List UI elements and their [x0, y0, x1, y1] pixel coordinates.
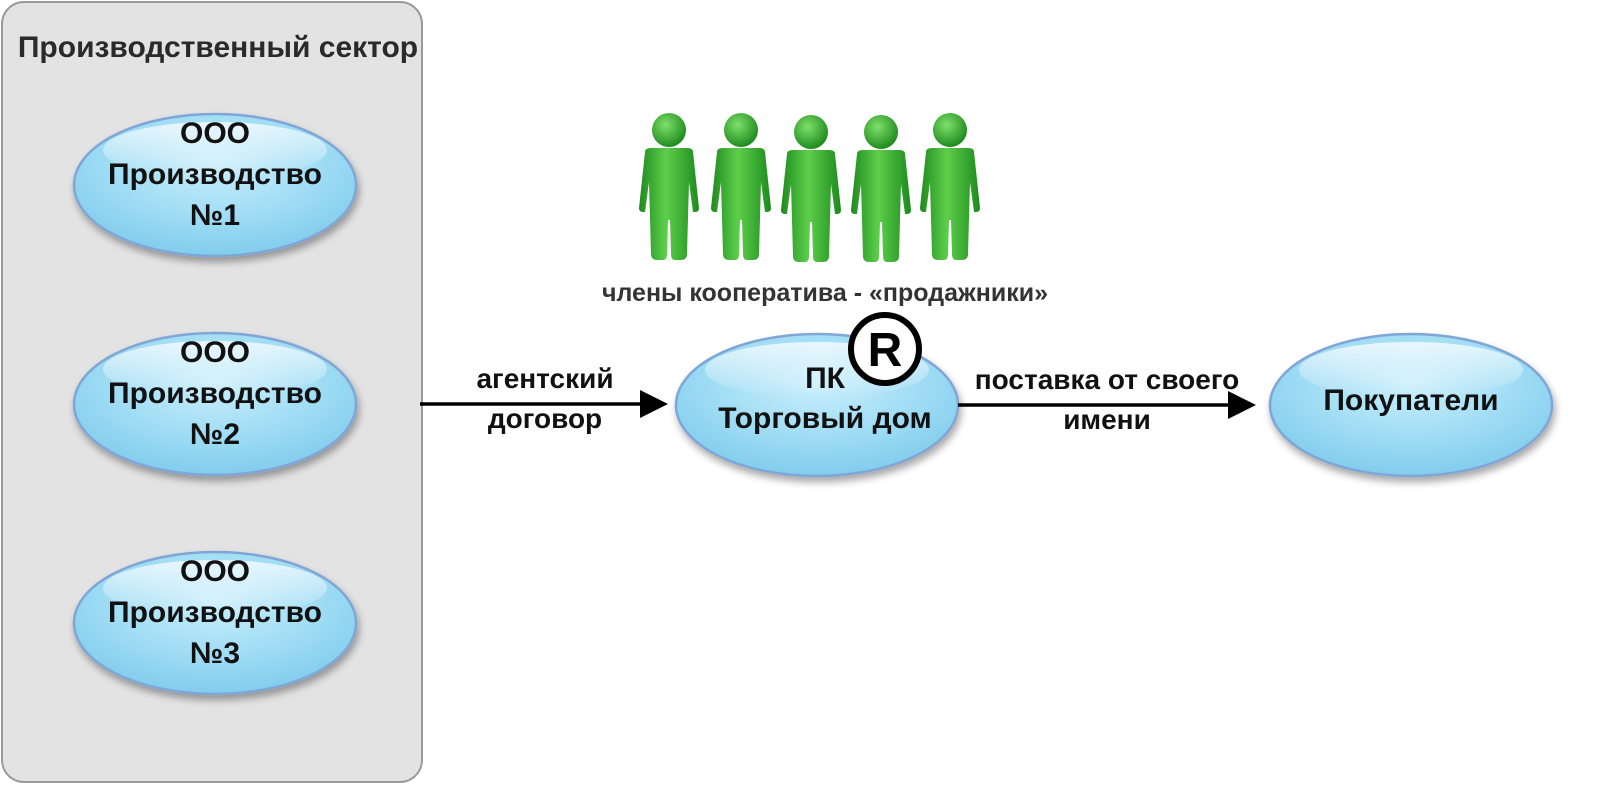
- company-3-number: №3: [190, 637, 240, 670]
- members-label: члены кооператива - «продажники»: [602, 279, 1048, 307]
- person-icon: [711, 113, 771, 260]
- person-icon: [851, 115, 911, 262]
- sector-title: Производственный сектор: [18, 31, 418, 64]
- agency-label-line1: агентский: [476, 363, 613, 394]
- registered-mark-icon: R: [848, 312, 922, 386]
- supply-label-line1: поставка от своего: [975, 364, 1239, 395]
- company-oval-1[interactable]: [72, 112, 358, 258]
- company-oval-2[interactable]: [72, 331, 358, 477]
- company-2-type: ООО: [180, 336, 250, 369]
- trade-house-type: ПК: [805, 362, 846, 395]
- supply-arrow: [958, 391, 1256, 419]
- trade-house-name: Торговый дом: [718, 402, 932, 435]
- buyers-oval[interactable]: [1268, 332, 1554, 478]
- agency-label-line2: договор: [488, 403, 602, 434]
- person-icon: [781, 115, 841, 262]
- company-1-name: Производство: [108, 158, 322, 191]
- company-1-type: ООО: [180, 117, 250, 150]
- members-group: [639, 113, 980, 262]
- company-3-name: Производство: [108, 596, 322, 629]
- buyers-label: Покупатели: [1323, 384, 1498, 417]
- person-icon: [639, 113, 699, 260]
- supply-label-line2: имени: [1063, 404, 1151, 435]
- company-3-type: ООО: [180, 555, 250, 588]
- company-2-name: Производство: [108, 377, 322, 410]
- person-icon: [920, 113, 980, 260]
- registered-mark-letter: R: [868, 324, 903, 377]
- company-2-number: №2: [190, 418, 240, 451]
- company-oval-3[interactable]: [72, 550, 358, 696]
- company-1-number: №1: [190, 199, 240, 232]
- agency-arrow: [420, 390, 668, 418]
